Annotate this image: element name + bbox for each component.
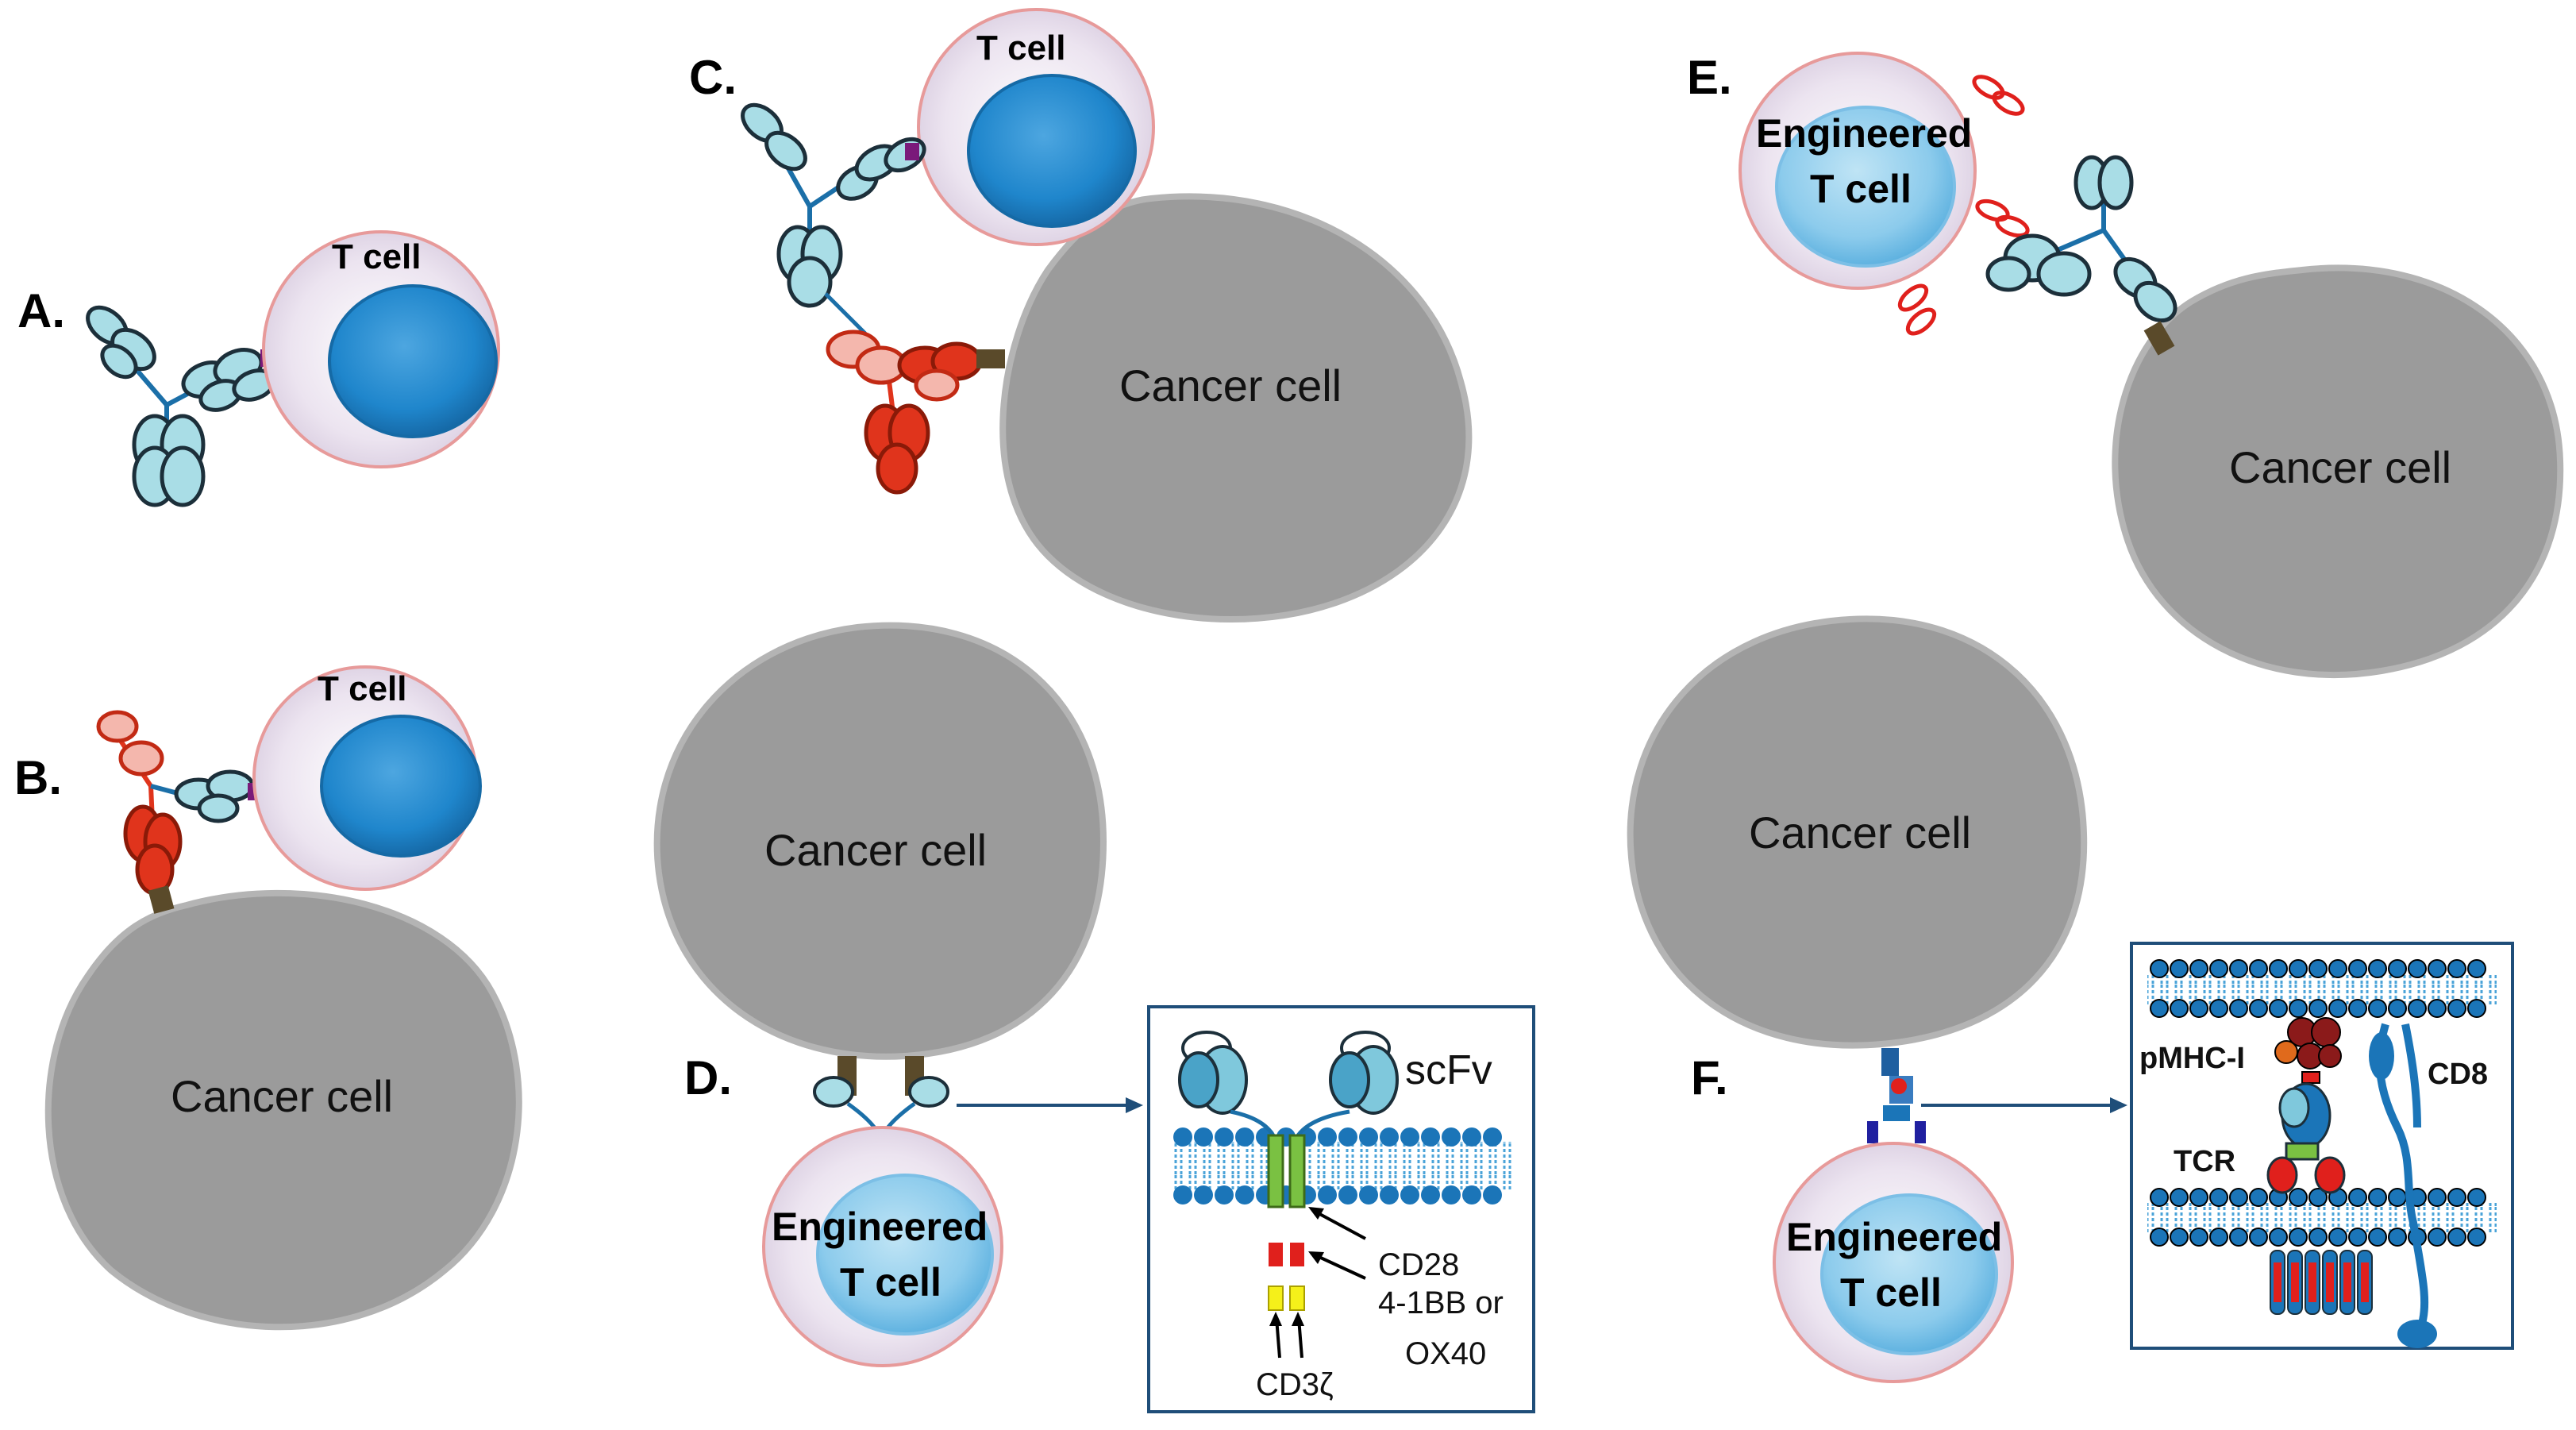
cd8-label: CD8 — [2428, 1058, 2488, 1091]
secreted-bispecific-fragments — [1897, 75, 2030, 336]
engineered-t-cell: Engineered T cell — [1773, 1142, 2014, 1383]
tumor-antigen — [148, 885, 175, 914]
cancer-cell-label: Cancer cell — [1119, 360, 1342, 410]
cancer-cell-label: Cancer cell — [171, 1071, 393, 1121]
cancer-cell: Cancer cell — [653, 622, 1107, 1060]
panel-b-letter: B. — [14, 751, 62, 804]
panel-e: E. Cancer cell Engineered T cell — [1687, 51, 2564, 679]
cancer-cell: Cancer cell — [1627, 615, 2088, 1049]
cancer-cell-label: Cancer cell — [1749, 808, 1971, 858]
t-cell-label: T cell — [976, 29, 1066, 67]
panel-f-letter: F. — [1691, 1051, 1728, 1104]
car-inset: scFv CD28 4-1BB or OX40 CD3ζ — [1147, 1005, 1535, 1413]
engineered-label-line2: T cell — [1810, 167, 1912, 211]
engineered-label-line2: T cell — [840, 1260, 941, 1305]
engineered-t-cell: Engineered T cell — [762, 1126, 1003, 1367]
panel-e-letter: E. — [1687, 51, 1732, 104]
antibody-blue — [741, 102, 926, 308]
panel-d: D. Cancer cell Engineered T cell — [653, 622, 1535, 1413]
cd3z-label: CD3ζ — [1256, 1367, 1334, 1402]
cd28-label: CD28 — [1378, 1247, 1459, 1282]
engineered-label-line1: Engineered — [772, 1205, 988, 1249]
bispecific-antibody-blue — [86, 305, 276, 507]
ox40-label: OX40 — [1405, 1336, 1486, 1371]
scfv-label: scFv — [1405, 1047, 1492, 1093]
cancer-cell-label: Cancer cell — [2229, 442, 2451, 492]
cancer-cell: Cancer cell — [999, 193, 1473, 622]
panel-a: A. T cell — [17, 230, 500, 507]
panel-b: B. Cancer cell T cell — [14, 665, 522, 1331]
cd3-epitope — [905, 143, 919, 160]
tcr-pmhc-complex — [1867, 1048, 1926, 1143]
t-cell-label: T cell — [332, 237, 422, 276]
antibody-red — [826, 330, 983, 495]
t-cell: T cell — [262, 230, 500, 468]
panel-c-letter: C. — [689, 51, 737, 104]
pmhc-label: pMHC-I — [2139, 1042, 2245, 1075]
panel-d-letter: D. — [684, 1051, 732, 1104]
cancer-cell: Cancer cell — [2112, 264, 2564, 679]
engineered-label-line2: T cell — [1840, 1270, 1942, 1315]
car-receptor — [813, 1076, 949, 1144]
panel-c: C. Cancer cell T cell — [689, 8, 1473, 622]
zoom-arrow-head — [1126, 1097, 1143, 1113]
tumor-antigen — [2143, 321, 2175, 356]
engineered-label-line1: Engineered — [1756, 111, 1972, 156]
cancer-cell: Cancer cell — [44, 889, 522, 1331]
tcr-inset: pMHC-I CD8 TCR — [2130, 942, 2514, 1350]
panel-a-letter: A. — [17, 284, 65, 337]
41bb-label: 4-1BB or — [1378, 1285, 1504, 1320]
engineered-label-line1: Engineered — [1786, 1215, 2002, 1259]
engineered-t-cell: Engineered T cell — [1739, 52, 1977, 290]
panel-f: F. Cancer cell Engineered T cell — [1627, 615, 2514, 1383]
tumor-antigen — [976, 349, 1005, 368]
antibody-blue — [1985, 155, 2177, 323]
t-cell-label: T cell — [318, 669, 407, 708]
t-cell: T cell — [252, 665, 482, 891]
zoom-arrow-head — [2110, 1097, 2127, 1113]
t-cell: T cell — [917, 8, 1155, 246]
cancer-cell-label: Cancer cell — [764, 825, 987, 875]
bispecific-antibody-red-blue — [96, 710, 255, 896]
tcr-label: TCR — [2174, 1145, 2235, 1178]
